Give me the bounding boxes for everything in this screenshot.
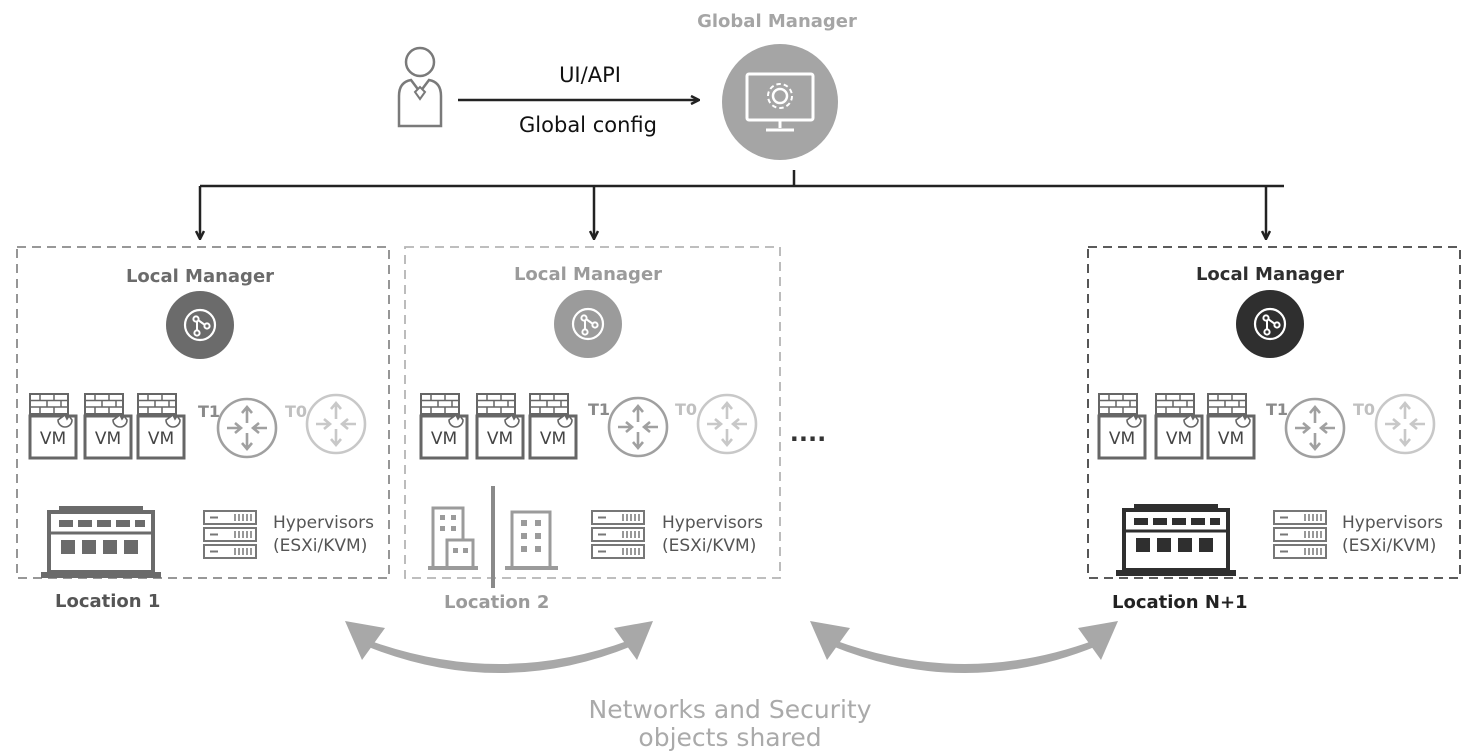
location-2-buildings-icon — [428, 486, 558, 588]
location-n-plus-1-t1-router-icon — [1284, 397, 1346, 459]
location-2-box — [404, 246, 781, 579]
location-1-label: Location 1 — [55, 591, 160, 612]
svg-text:VM: VM — [1218, 429, 1244, 449]
location-1-vm-1: VM — [28, 392, 78, 460]
location-1-vm-2: VM — [83, 392, 133, 460]
global-manager-title: Global Manager — [697, 11, 857, 32]
location-2-hypervisors-line2: (ESXi/KVM) — [662, 536, 756, 556]
location-1-hypervisors-line2: (ESXi/KVM) — [273, 536, 367, 556]
shared-arrow-right — [832, 640, 1097, 673]
shared-objects-arrows — [345, 621, 1118, 673]
location-n-plus-1-t0-label: T0 — [1353, 400, 1375, 419]
global-manager-icon — [722, 44, 838, 160]
location-2-vm-2: VM — [475, 392, 525, 460]
distribution-lines — [200, 170, 1284, 238]
location-1-servers-icon — [203, 510, 257, 559]
svg-text:VM: VM — [540, 429, 566, 449]
location-n-plus-1-box — [1087, 246, 1461, 579]
location-1-t0-router-icon — [305, 393, 367, 455]
location-2-hypervisors-line1: Hypervisors — [662, 513, 763, 533]
svg-text:VM: VM — [148, 429, 174, 449]
location-n-plus-1-manager-title: Local Manager — [1196, 264, 1344, 285]
location-n-plus-1-vm-1: VM — [1097, 392, 1147, 460]
svg-text:VM: VM — [431, 429, 457, 449]
location-n-plus-1-servers-icon — [1273, 510, 1327, 559]
location-2-vm-3: VM — [528, 392, 578, 460]
location-1-box — [16, 246, 390, 579]
location-n-plus-1-label: Location N+1 — [1112, 592, 1248, 613]
location-n-plus-1-manager-icon — [1236, 290, 1304, 358]
location-2-t1-router-icon — [607, 396, 669, 458]
location-1-datacenter-icon — [39, 504, 163, 580]
user-icon — [397, 46, 443, 128]
svg-text:VM: VM — [1109, 429, 1135, 449]
svg-text:VM: VM — [1166, 429, 1192, 449]
location-2-manager-title: Local Manager — [514, 264, 662, 285]
location-n-plus-1-t1-label: T1 — [1266, 400, 1288, 419]
location-n-plus-1: Local Manager VM VM VM T1 T0 — [1087, 246, 1461, 613]
location-n-plus-1-t0-router-icon — [1374, 393, 1436, 455]
location-1-hypervisors-line1: Hypervisors — [273, 513, 374, 533]
location-2-t1-label: T1 — [588, 400, 610, 419]
location-2-manager-icon — [554, 290, 622, 358]
svg-text:VM: VM — [95, 429, 121, 449]
location-2-vm-1: VM — [419, 392, 469, 460]
location-n-plus-1-vm-2: VM — [1154, 392, 1204, 460]
location-n-plus-1-vm-3: VM — [1206, 392, 1256, 460]
ui-api-label: UI/API — [559, 63, 621, 87]
location-2-t0-label: T0 — [675, 400, 697, 419]
location-2-servers-icon — [591, 510, 645, 559]
location-2-t0-router-icon — [696, 393, 758, 455]
location-n-plus-1-hypervisors-line1: Hypervisors — [1342, 513, 1443, 533]
footer-line-2: objects shared — [638, 723, 821, 752]
footer-line-1: Networks and Security — [589, 695, 872, 724]
svg-text:VM: VM — [487, 429, 513, 449]
location-2-label: Location 2 — [444, 592, 549, 613]
shared-arrow-left — [366, 640, 632, 673]
location-n-plus-1-datacenter-icon — [1114, 502, 1238, 578]
location-1: Local Manager VM VM VM T1 T0 — [16, 246, 390, 612]
more-locations-ellipsis: .... — [790, 419, 826, 447]
svg-text:VM: VM — [40, 429, 66, 449]
location-n-plus-1-hypervisors-line2: (ESXi/KVM) — [1342, 536, 1436, 556]
location-1-t1-router-icon — [216, 397, 278, 459]
location-1-t1-label: T1 — [198, 402, 220, 421]
global-config-label: Global config — [519, 113, 657, 137]
location-1-manager-icon — [166, 291, 234, 359]
location-1-vm-3: VM — [136, 392, 186, 460]
location-1-manager-title: Local Manager — [126, 266, 274, 287]
location-1-t0-label: T0 — [285, 402, 307, 421]
location-2: Local Manager VM VM VM T1 T0 — [404, 246, 781, 613]
